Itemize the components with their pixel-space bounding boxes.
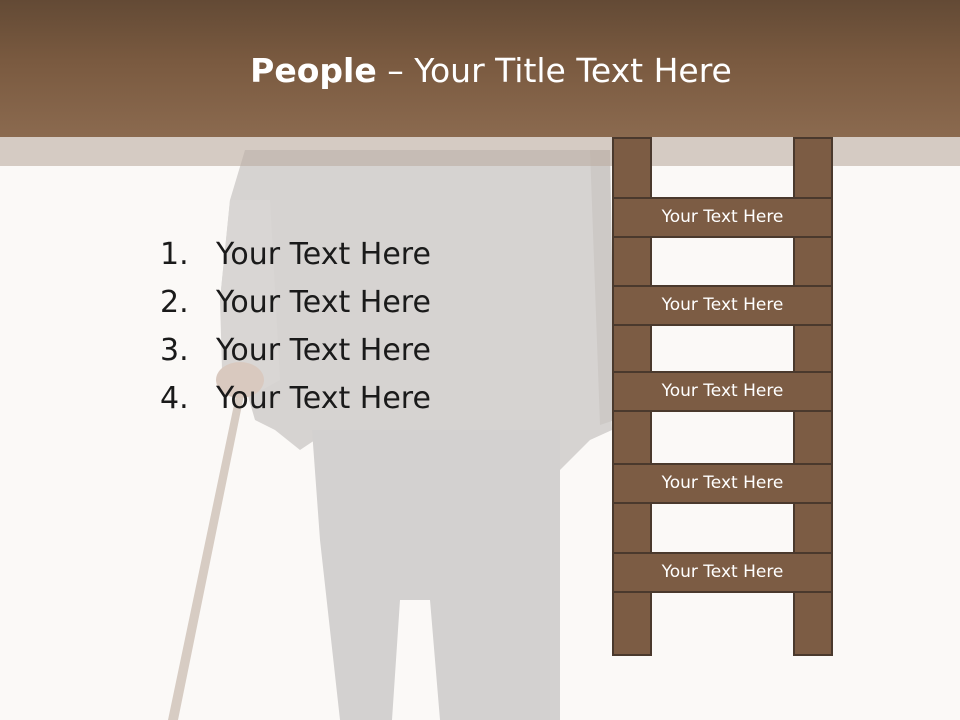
ladder-rung-3[interactable]: Your Text Here xyxy=(612,371,833,412)
numbered-list[interactable]: 1. Your Text Here 2. Your Text Here 3. Your… xyxy=(160,233,431,425)
ladder-rung-1[interactable]: Your Text Here xyxy=(612,197,833,238)
list-item: 4. Your Text Here xyxy=(160,377,431,425)
list-item-text: Your Text Here xyxy=(216,237,431,272)
slide-title-bold: People xyxy=(250,51,377,90)
list-item: 1. Your Text Here xyxy=(160,233,431,281)
list-item: 3. Your Text Here xyxy=(160,329,431,377)
list-item-text: Your Text Here xyxy=(216,285,431,320)
ladder-rung-2[interactable]: Your Text Here xyxy=(612,285,833,326)
ladder-rung-5[interactable]: Your Text Here xyxy=(612,552,833,593)
slide-title-rest: – Your Title Text Here xyxy=(376,51,732,90)
title-header-bar xyxy=(0,0,960,137)
ladder-rung-4[interactable]: Your Text Here xyxy=(612,463,833,504)
list-item: 2. Your Text Here xyxy=(160,281,431,329)
slide-title[interactable]: People – Your Title Text Here xyxy=(0,52,960,90)
list-item-text: Your Text Here xyxy=(216,333,431,368)
list-item-number: 1. xyxy=(160,237,189,272)
list-item-number: 2. xyxy=(160,285,189,320)
list-item-number: 3. xyxy=(160,333,189,368)
list-item-text: Your Text Here xyxy=(216,381,431,416)
list-item-number: 4. xyxy=(160,381,189,416)
